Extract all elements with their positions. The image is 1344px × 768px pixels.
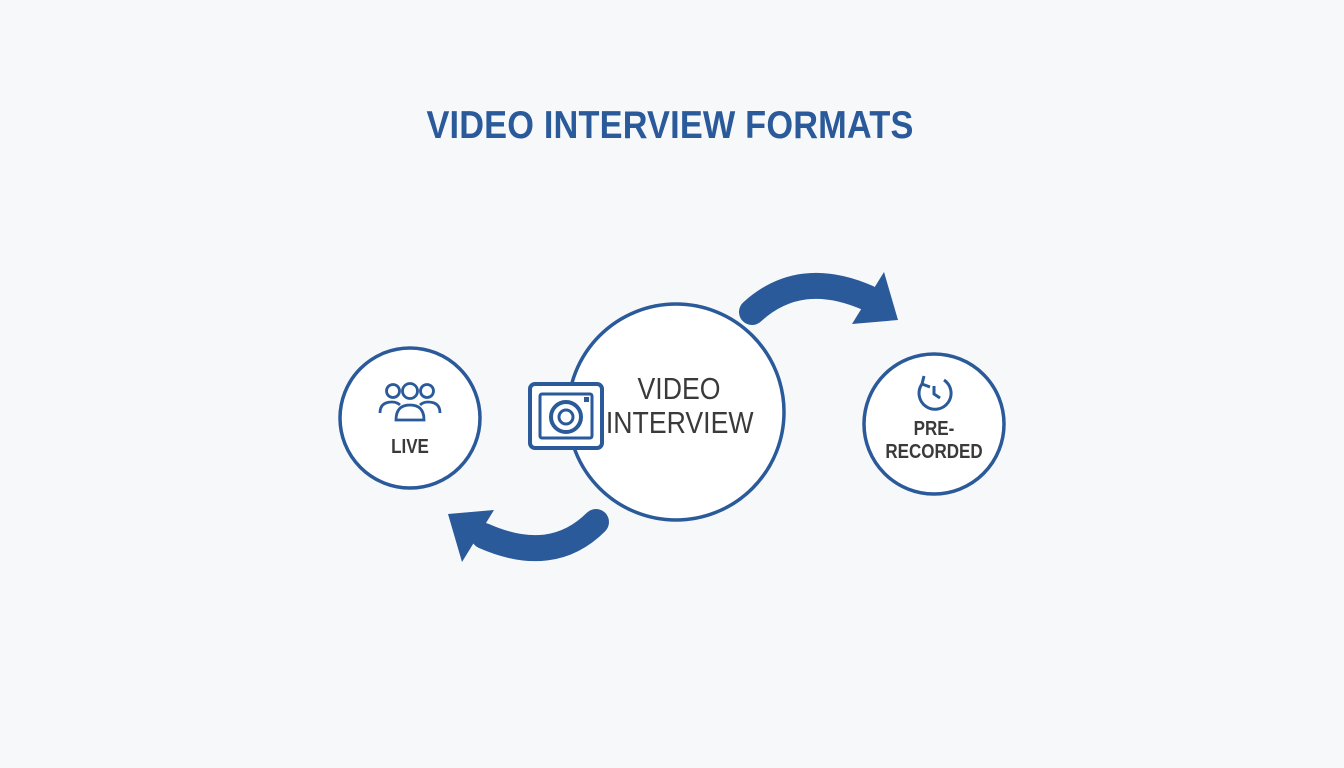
arrow-bottom-head-icon bbox=[448, 510, 494, 562]
video-interview-label-line2: INTERVIEW bbox=[605, 405, 754, 440]
arrow-to-pre-recorded bbox=[739, 272, 898, 325]
arrow-to-live bbox=[448, 509, 609, 562]
people-group-icon bbox=[378, 382, 442, 422]
page-title: VIDEO INTERVIEW FORMATS bbox=[426, 104, 914, 147]
video-interview-label-line1: VIDEO bbox=[637, 371, 721, 406]
live-label: LIVE bbox=[391, 436, 429, 458]
clock-refresh-icon bbox=[917, 375, 953, 411]
pre-recorded-node-circle bbox=[862, 352, 1006, 496]
video-interview-label: VIDEO INTERVIEW bbox=[605, 371, 754, 440]
camera-icon bbox=[528, 382, 604, 450]
pre-recorded-label: PRE-RECORDED bbox=[885, 418, 983, 463]
arrow-top-shaft-icon bbox=[739, 272, 881, 325]
live-node-circle bbox=[338, 346, 482, 490]
arrow-top-head-icon bbox=[852, 272, 898, 324]
arrow-bottom-shaft-icon bbox=[471, 509, 609, 562]
